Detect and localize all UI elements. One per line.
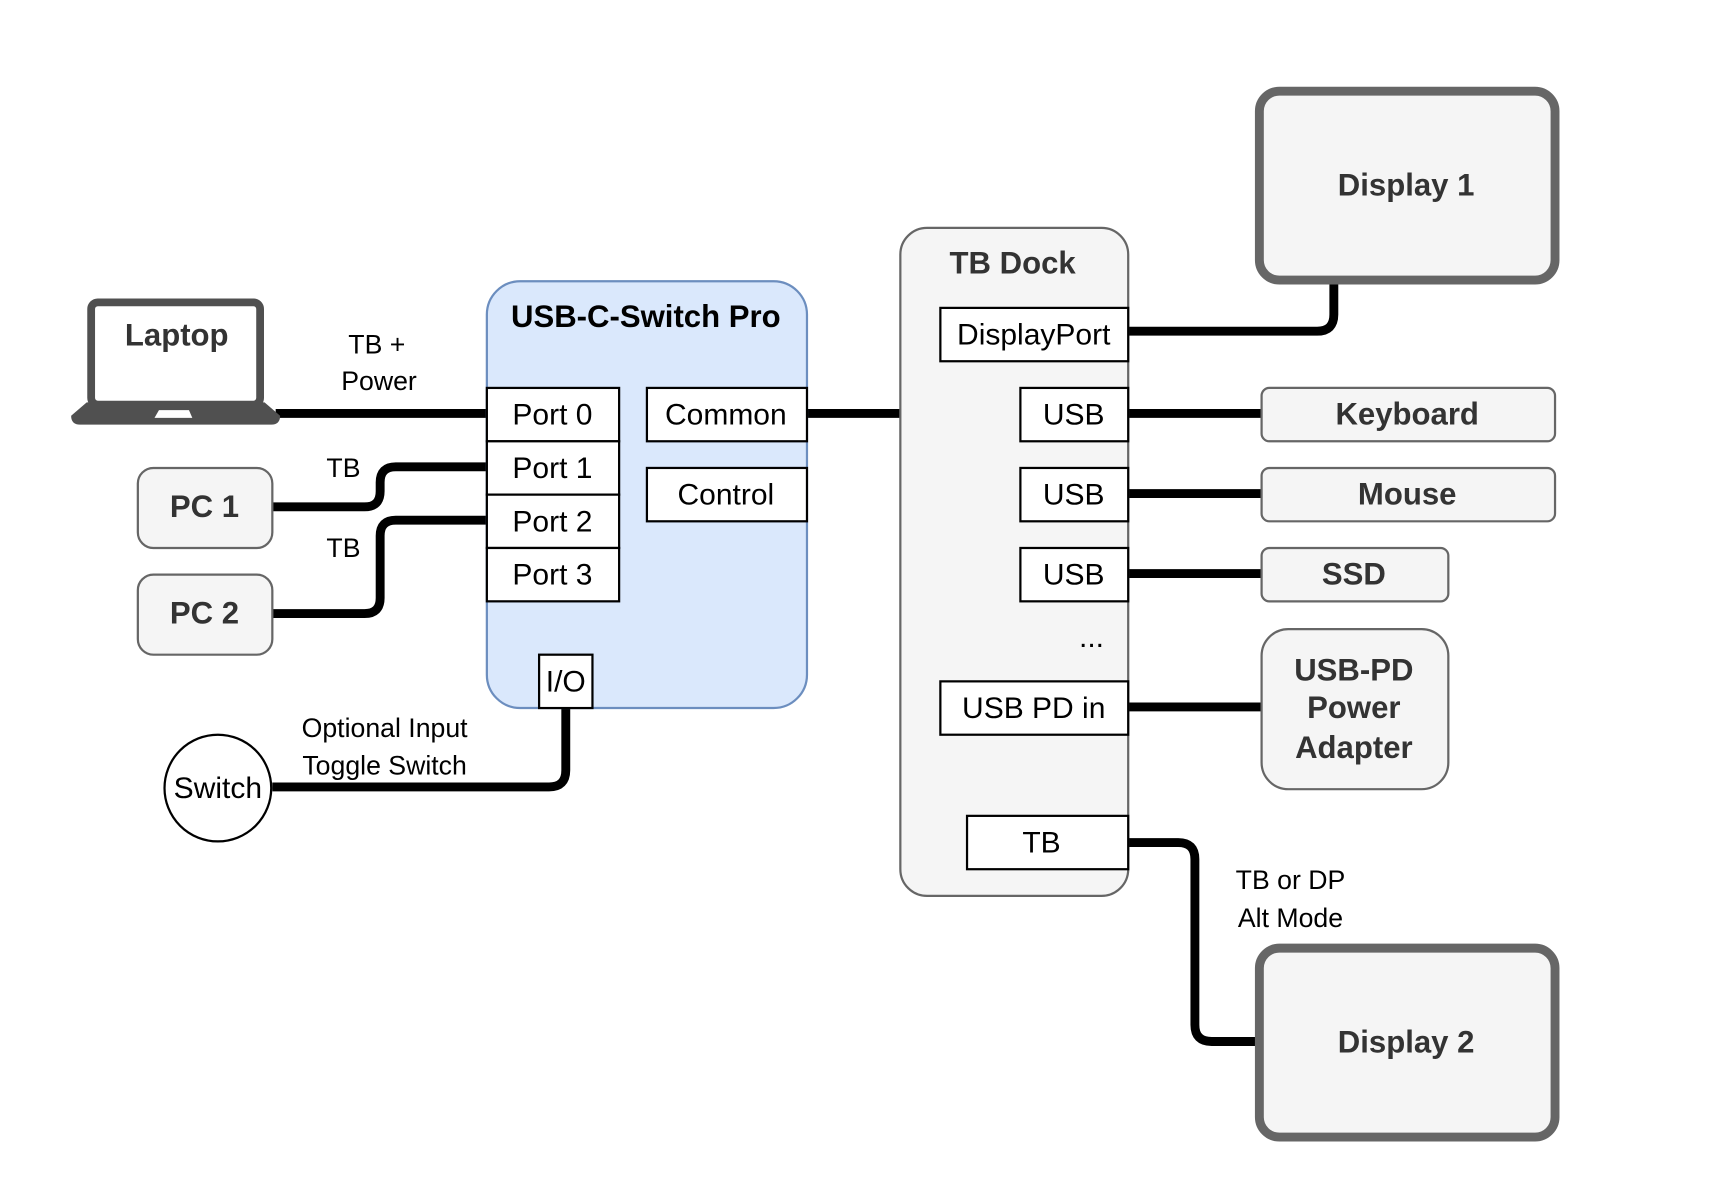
display1-node[interactable]: Display 1 <box>1254 86 1560 285</box>
pc2-link-label: TB <box>326 533 360 563</box>
dock-title: TB Dock <box>950 245 1077 280</box>
dock-usb-2-label: USB <box>1043 479 1105 512</box>
pc2-label: PC 2 <box>170 596 239 631</box>
dock-displayport[interactable]: DisplayPort <box>939 306 1130 363</box>
wires <box>272 280 1339 1046</box>
toggle-switch-node[interactable]: Switch <box>163 733 273 843</box>
pc1-node[interactable]: PC 1 <box>136 466 274 550</box>
wire-displayport-display1 <box>1128 280 1339 336</box>
switch-control-port[interactable]: Control <box>645 466 809 523</box>
common-label: Common <box>665 399 787 432</box>
wire-pc2-port2 <box>272 515 487 619</box>
toggle-link-label-line2: Toggle Switch <box>302 751 466 781</box>
keyboard-label: Keyboard <box>1335 397 1479 432</box>
laptop-link-label-line2: Power <box>341 366 417 396</box>
display2-node[interactable]: Display 2 <box>1254 943 1560 1142</box>
dock-displayport-label: DisplayPort <box>957 319 1111 352</box>
laptop-node[interactable]: Laptop <box>71 298 281 425</box>
laptop-label: Laptop <box>125 318 229 353</box>
switch-port-1[interactable]: Port 1 <box>485 440 621 496</box>
power-adapter-label-line2: Power <box>1307 690 1400 725</box>
wire-pc1-port1 <box>272 462 487 512</box>
mouse-node[interactable]: Mouse <box>1260 466 1557 523</box>
dock-usb-1-label: USB <box>1043 399 1105 432</box>
laptop-icon <box>71 298 281 425</box>
power-adapter-label-line3: Adapter <box>1295 730 1413 765</box>
dock-usb-3-label: USB <box>1043 559 1105 592</box>
dock-usb-pd-in[interactable]: USB PD in <box>939 680 1130 736</box>
usb-c-switch-pro[interactable]: USB-C-Switch Pro Port 0 Port 1 Port 2 Po… <box>485 280 809 710</box>
mouse-label: Mouse <box>1358 477 1457 512</box>
switch-io-port[interactable]: I/O <box>537 653 594 710</box>
ssd-label: SSD <box>1322 557 1386 592</box>
switch-common-port[interactable]: Common <box>645 386 809 443</box>
port-3-label: Port 3 <box>512 559 592 592</box>
switch-port-3[interactable]: Port 3 <box>485 546 621 603</box>
display2-link-label-line2: Alt Mode <box>1238 903 1343 933</box>
dock-usb-port-1[interactable]: USB <box>1019 386 1130 443</box>
tb-dock[interactable]: TB Dock DisplayPort USB USB USB ... USB … <box>899 226 1130 897</box>
port-1-label: Port 1 <box>512 452 592 485</box>
power-adapter-node[interactable]: USB-PD Power Adapter <box>1260 628 1450 791</box>
pc2-node[interactable]: PC 2 <box>136 573 274 656</box>
keyboard-node[interactable]: Keyboard <box>1260 386 1557 443</box>
wire-toggle-io <box>272 708 571 792</box>
dock-usb-pd-in-label: USB PD in <box>962 692 1105 725</box>
dock-more-ports-ellipsis: ... <box>1079 621 1104 654</box>
port-0-label: Port 0 <box>512 399 592 432</box>
switch-port-0[interactable]: Port 0 <box>485 386 621 443</box>
pc1-link-label: TB <box>326 453 360 483</box>
ssd-node[interactable]: SSD <box>1260 546 1450 603</box>
dock-usb-port-3[interactable]: USB <box>1019 546 1130 603</box>
display1-label: Display 1 <box>1338 168 1475 203</box>
laptop-link-label-line1: TB + <box>348 329 405 359</box>
display2-label: Display 2 <box>1338 1025 1475 1060</box>
wire-tb-display2 <box>1128 838 1260 1046</box>
power-adapter-label-line1: USB-PD <box>1294 652 1413 687</box>
toggle-link-label-line1: Optional Input <box>302 713 469 743</box>
switch-port-2[interactable]: Port 2 <box>485 493 621 550</box>
dock-tb-port[interactable]: TB <box>965 814 1130 871</box>
io-label: I/O <box>546 665 586 698</box>
dock-tb-label: TB <box>1022 827 1060 860</box>
control-label: Control <box>677 479 774 512</box>
dock-usb-port-2[interactable]: USB <box>1019 466 1130 523</box>
display2-link-label-line1: TB or DP <box>1236 865 1346 895</box>
switch-title: USB-C-Switch Pro <box>511 299 781 334</box>
toggle-switch-label: Switch <box>174 772 262 805</box>
pc1-label: PC 1 <box>170 489 239 524</box>
port-2-label: Port 2 <box>512 505 592 538</box>
